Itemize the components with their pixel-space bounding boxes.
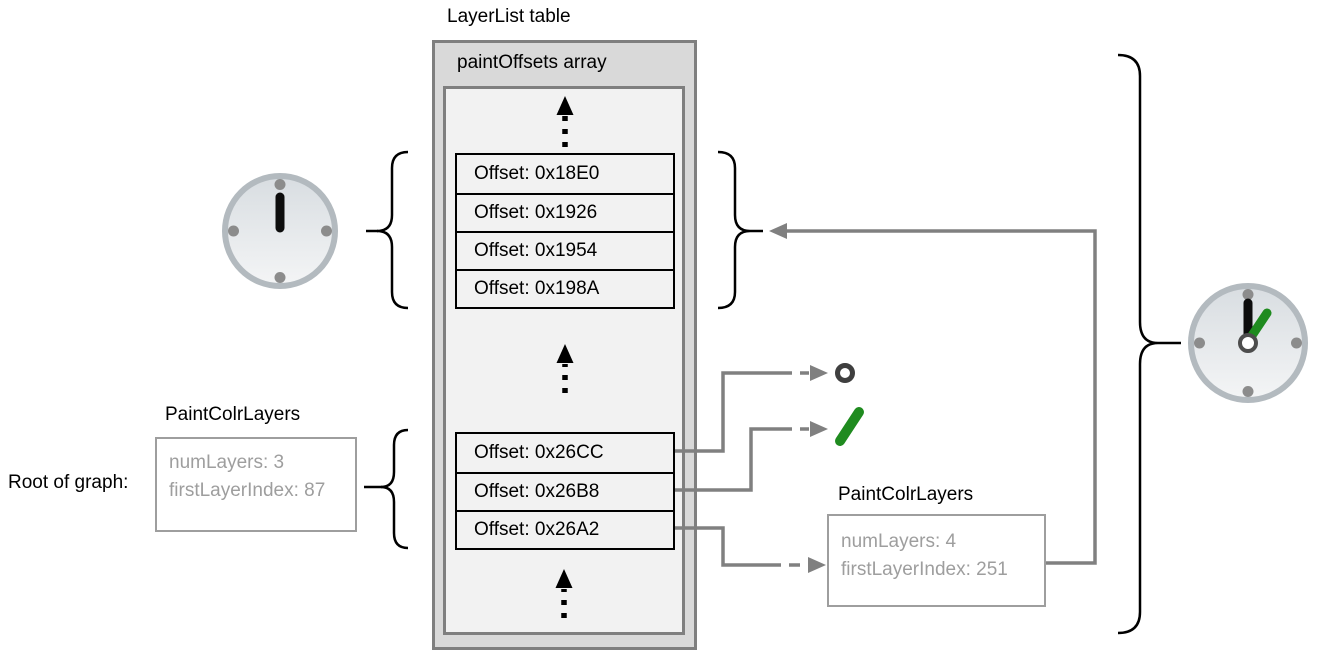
lower-left-brace bbox=[364, 428, 409, 550]
clock-dot-6 bbox=[1242, 386, 1254, 397]
offset-cell-0x26A2: Offset: 0x26A2 bbox=[457, 510, 673, 548]
left-numlayers-value: numLayers: 3 bbox=[169, 452, 285, 473]
green-hand-icon bbox=[835, 407, 864, 446]
clock-dot-12 bbox=[274, 179, 286, 190]
clock-dot-9 bbox=[1194, 337, 1205, 349]
offset-cell-0x1954: Offset: 0x1954 bbox=[457, 231, 673, 269]
clock-dot-3 bbox=[321, 225, 332, 237]
upper-right-brace bbox=[717, 150, 763, 310]
paint-offsets-lower-group: Offset: 0x26CC Offset: 0x26B8 Offset: 0x… bbox=[455, 432, 675, 550]
arrowhead-to-ring bbox=[810, 365, 828, 381]
upper-left-brace bbox=[366, 150, 409, 310]
root-of-graph-label: Root of graph: bbox=[8, 472, 129, 493]
clock-dot-9 bbox=[228, 225, 239, 237]
right-giant-brace bbox=[1117, 53, 1181, 635]
offset-cell-0x18E0: Offset: 0x18E0 bbox=[474, 163, 600, 184]
offset-cell-0x26B8: Offset: 0x26B8 bbox=[457, 472, 673, 510]
left-paintcolrlayers-title: PaintColrLayers bbox=[165, 404, 301, 425]
right-numlayers-value: numLayers: 4 bbox=[841, 531, 957, 552]
layerlist-table-title: LayerList table bbox=[447, 6, 571, 27]
arrowhead-to-paintcolrlayers-box bbox=[808, 557, 826, 573]
clock-dot-6 bbox=[274, 272, 286, 283]
right-paintcolrlayers-title: PaintColrLayers bbox=[838, 484, 974, 505]
clock-icon-right bbox=[1188, 283, 1308, 403]
arrowhead-to-green-hand bbox=[810, 421, 828, 437]
offset-cell-0x198A: Offset: 0x198A bbox=[457, 269, 673, 307]
clock-dot-12 bbox=[1242, 289, 1254, 300]
clock-icon-left bbox=[222, 173, 338, 289]
right-firstlayerindex-value: firstLayerIndex: 251 bbox=[841, 559, 1008, 580]
clock-dot-3 bbox=[1291, 337, 1302, 349]
right-paintcolrlayers-box: numLayers: 4 firstLayerIndex: 251 bbox=[827, 514, 1046, 607]
left-firstlayerindex-value: firstLayerIndex: 87 bbox=[169, 480, 326, 501]
clock-center-hub bbox=[1238, 333, 1258, 353]
ring-icon bbox=[835, 363, 855, 383]
offset-cell-0x26CC: Offset: 0x26CC bbox=[474, 442, 604, 463]
arrowhead-to-upper-group bbox=[769, 223, 787, 239]
paint-offsets-array-header: paintOffsets array bbox=[457, 52, 607, 73]
left-paintcolrlayers-box: numLayers: 3 firstLayerIndex: 87 bbox=[155, 437, 357, 532]
offset-cell-0x1926: Offset: 0x1926 bbox=[457, 193, 673, 231]
paint-offsets-upper-group: Offset: 0x18E0 Offset: 0x1926 Offset: 0x… bbox=[455, 153, 675, 309]
